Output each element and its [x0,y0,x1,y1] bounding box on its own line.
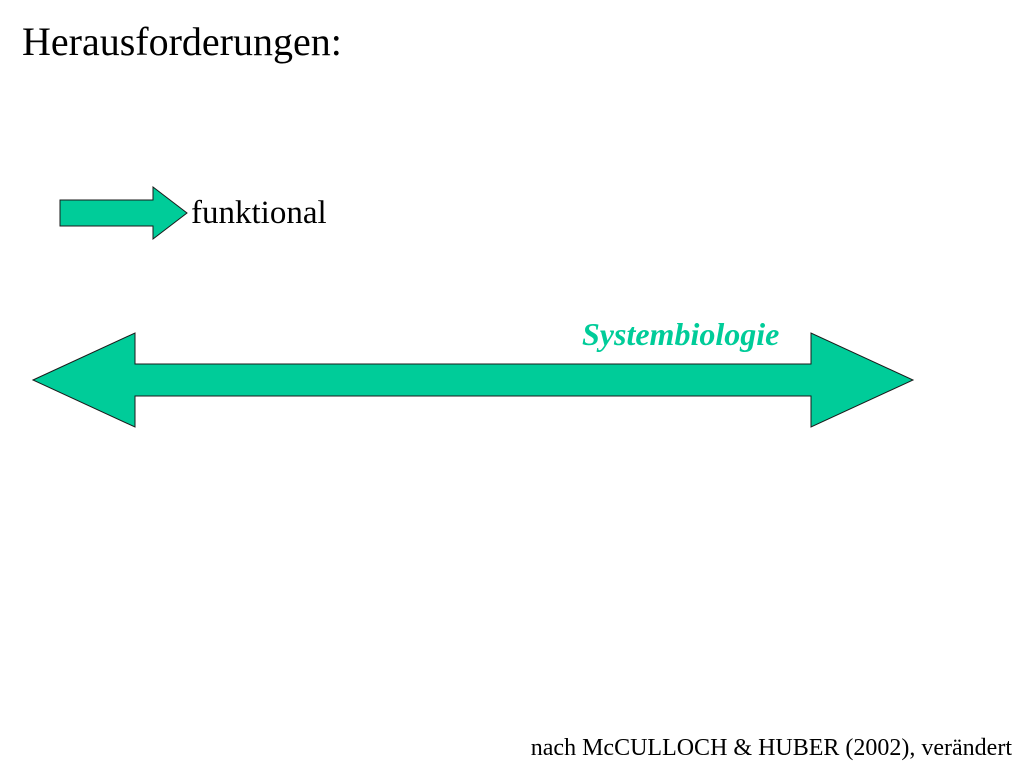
arrow-label-funktional: funktional [191,195,327,231]
double-headed-arrow-shape [31,332,915,428]
slide-title: Herausforderungen: [22,19,342,64]
right-arrow-shape [59,185,188,241]
span-label-systembiologie: Systembiologie [582,316,780,352]
citation: nach McCULLOCH & HUBER (2002), verändert [530,735,1012,761]
